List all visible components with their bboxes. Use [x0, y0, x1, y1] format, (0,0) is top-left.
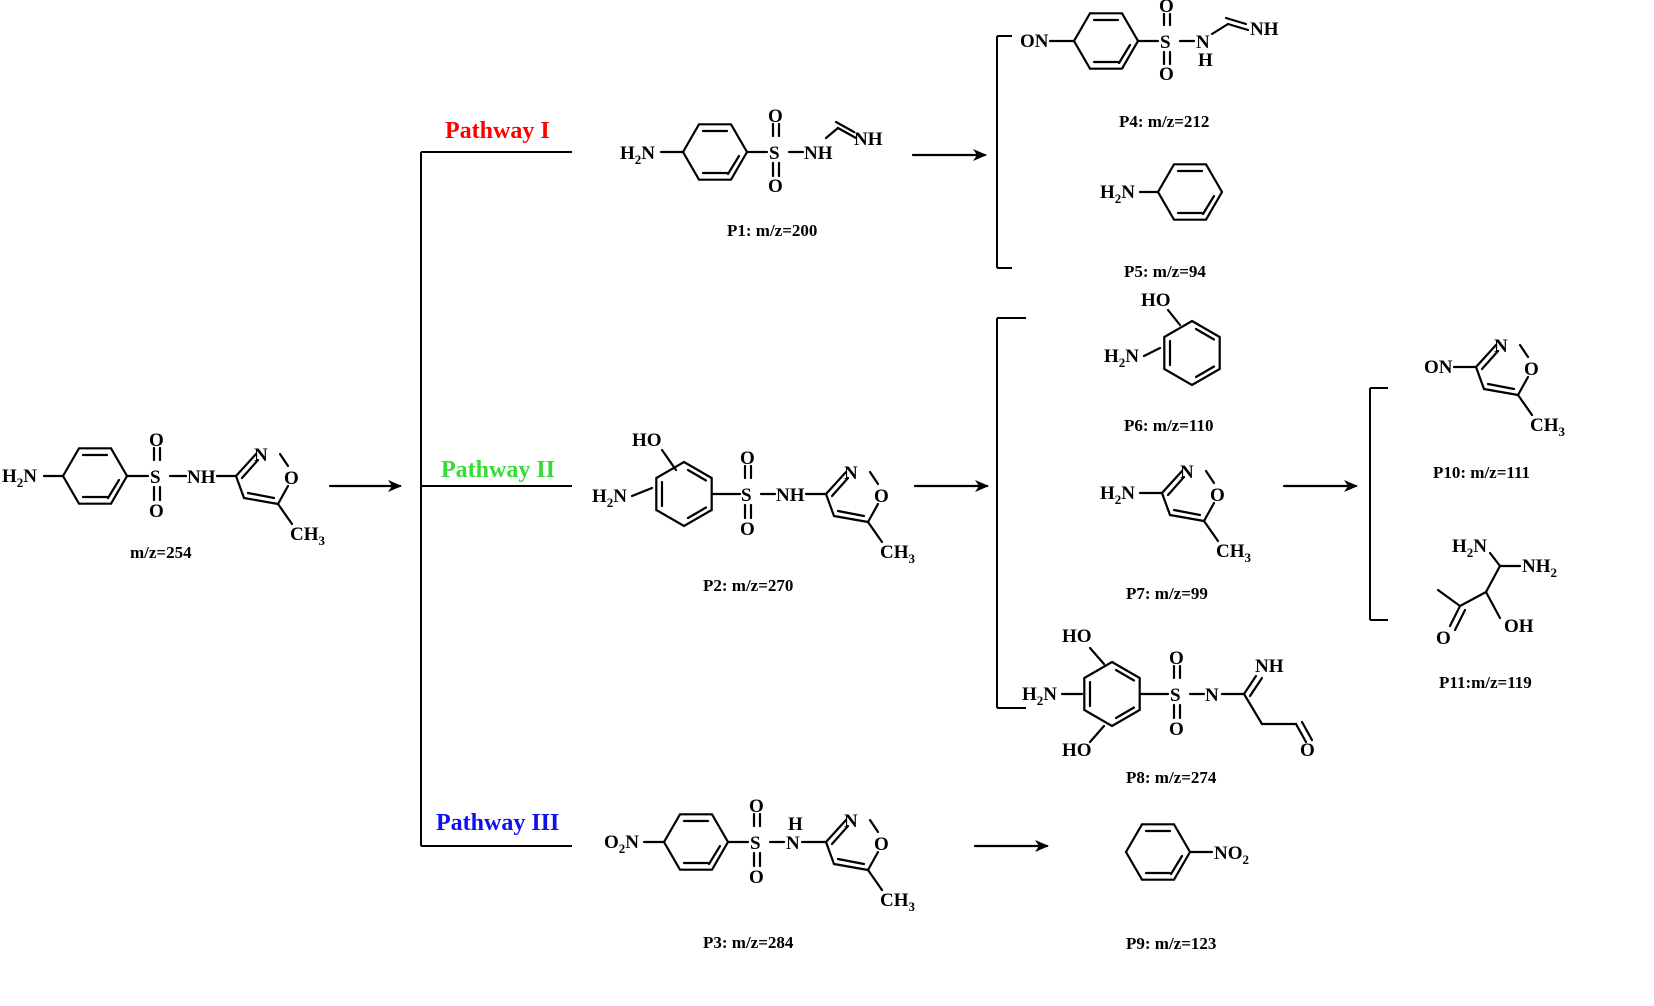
compound-P5: H2N P5: m/z=94	[1100, 163, 1224, 281]
P9-mz-label: P9: m/z=123	[1126, 934, 1216, 953]
pathway-branch-lines	[420, 151, 572, 847]
svg-text:OH: OH	[1504, 616, 1534, 637]
svg-text:O: O	[1159, 0, 1174, 17]
svg-text:H2N: H2N	[620, 143, 655, 167]
svg-text:O: O	[768, 176, 783, 197]
svg-text:HO: HO	[632, 430, 662, 451]
svg-text:S: S	[1170, 685, 1181, 706]
svg-text:ON: ON	[1020, 31, 1049, 52]
P1-mz-label: P1: m/z=200	[727, 221, 817, 240]
svg-text:O: O	[1169, 648, 1184, 669]
svg-text:O: O	[1436, 628, 1451, 649]
svg-text:CH3: CH3	[290, 524, 326, 548]
svg-text:HO: HO	[1141, 290, 1171, 311]
svg-text:NH: NH	[854, 129, 883, 150]
svg-text:S: S	[750, 833, 761, 854]
compound-P8: HO H2N HO S O O N NH O P8: m/z=274	[1022, 626, 1315, 787]
bracket-P6-P8	[996, 317, 1026, 709]
svg-text:O: O	[1524, 359, 1539, 380]
pathway-2-label: Pathway II	[441, 457, 555, 483]
svg-text:H2N: H2N	[1022, 684, 1057, 708]
svg-text:O: O	[874, 486, 889, 507]
svg-text:NH: NH	[1255, 656, 1284, 677]
svg-text:CH3: CH3	[880, 542, 916, 566]
pathway-3-label: Pathway III	[436, 810, 559, 836]
compound-P4: ON S O O N H NH P4: m/z=212	[1020, 0, 1279, 131]
svg-text:CH3: CH3	[1216, 541, 1252, 565]
P4-mz-label: P4: m/z=212	[1119, 112, 1209, 131]
bracket-P10-P11	[1369, 387, 1388, 621]
compound-P3: O2N S O O N H N O CH3 P3: m/z=284	[604, 796, 916, 952]
compound-P9: NO2 P9: m/z=123	[1124, 823, 1249, 953]
svg-text:O: O	[1169, 719, 1184, 740]
svg-text:H: H	[1198, 50, 1213, 71]
P5-mz-label: P5: m/z=94	[1124, 262, 1206, 281]
svg-text:N: N	[1196, 32, 1210, 53]
svg-text:N: N	[1494, 336, 1508, 357]
svg-text:O: O	[874, 834, 889, 855]
svg-text:O: O	[284, 468, 299, 489]
svg-text:O: O	[768, 106, 783, 127]
svg-text:N: N	[844, 463, 858, 484]
svg-text:O: O	[149, 501, 164, 522]
svg-text:O: O	[149, 430, 164, 451]
svg-text:NH: NH	[776, 485, 805, 506]
svg-text:NH: NH	[804, 143, 833, 164]
svg-text:H2N: H2N	[592, 486, 627, 510]
svg-text:O: O	[1210, 485, 1225, 506]
svg-text:CH3: CH3	[1530, 415, 1566, 439]
svg-text:O: O	[749, 867, 764, 888]
svg-text:N: N	[1205, 685, 1219, 706]
svg-text:NH: NH	[187, 467, 216, 488]
P3-mz-label: P3: m/z=284	[703, 933, 794, 952]
svg-text:NH: NH	[1250, 19, 1279, 40]
compound-P1: H2N S O O NH NH P1: m/z=200	[620, 106, 883, 240]
svg-text:O: O	[1159, 64, 1174, 85]
P11-mz-label: P11:m/z=119	[1439, 673, 1532, 692]
svg-text:O: O	[740, 519, 755, 540]
svg-text:HO: HO	[1062, 626, 1092, 647]
svg-text:S: S	[150, 467, 161, 488]
svg-text:O: O	[749, 796, 764, 817]
P8-mz-label: P8: m/z=274	[1126, 768, 1217, 787]
svg-text:N: N	[786, 833, 800, 854]
svg-text:O2N: O2N	[604, 832, 639, 856]
parent-mz-label: m/z=254	[130, 543, 192, 562]
P10-mz-label: P10: m/z=111	[1433, 463, 1530, 482]
svg-text:ON: ON	[1424, 357, 1453, 378]
svg-text:NO2: NO2	[1214, 843, 1249, 867]
svg-text:HO: HO	[1062, 740, 1092, 761]
svg-text:H2N: H2N	[1452, 536, 1487, 560]
parent-compound: H2N S O O NH N O CH3 m/z=254	[2, 430, 326, 562]
svg-text:S: S	[769, 143, 780, 164]
svg-text:NH2: NH2	[1522, 556, 1557, 580]
svg-text:CH3: CH3	[880, 890, 916, 914]
compound-P7: H2N N O CH3 P7: m/z=99	[1100, 462, 1252, 603]
svg-text:N: N	[844, 811, 858, 832]
compound-P6: HO H2N P6: m/z=110	[1104, 290, 1221, 435]
svg-text:H: H	[788, 814, 803, 835]
svg-text:H2N: H2N	[1100, 483, 1135, 507]
svg-text:S: S	[741, 485, 752, 506]
compound-P11: H2N NH2 OH O P11:m/z=119	[1436, 536, 1557, 692]
P7-mz-label: P7: m/z=99	[1126, 584, 1208, 603]
bracket-P4-P5	[996, 35, 1012, 269]
P6-mz-label: P6: m/z=110	[1124, 416, 1213, 435]
svg-text:N: N	[1180, 462, 1194, 483]
svg-text:O: O	[1300, 740, 1315, 761]
svg-text:H2N: H2N	[1104, 346, 1139, 370]
atom-label: H2N	[2, 466, 37, 490]
svg-text:O: O	[740, 448, 755, 469]
svg-text:S: S	[1160, 32, 1171, 53]
compound-P10: ON N O CH3 P10: m/z=111	[1424, 336, 1566, 482]
P2-mz-label: P2: m/z=270	[703, 576, 793, 595]
compound-P2: HO H2N S O O NH N O CH3 P2: m/z=270	[592, 430, 916, 595]
svg-text:H2N: H2N	[1100, 182, 1135, 206]
pathway-1-label: Pathway I	[445, 118, 550, 144]
svg-text:N: N	[254, 445, 268, 466]
